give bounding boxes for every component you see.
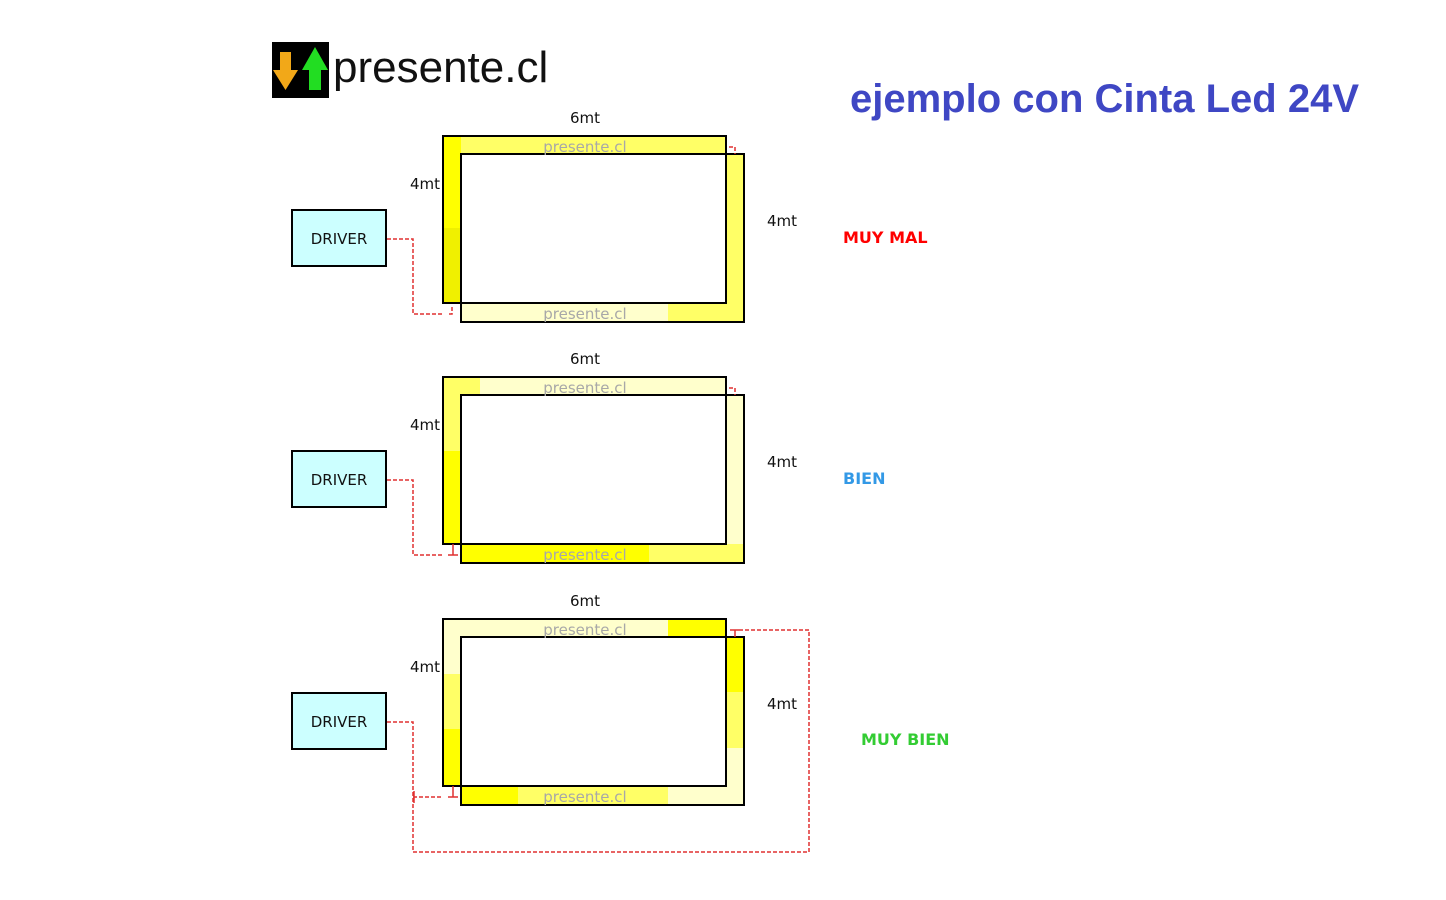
driver-label: DRIVER bbox=[311, 230, 368, 248]
strip-left bbox=[443, 377, 461, 544]
verdict-label: MUY MAL bbox=[843, 228, 928, 247]
strip-right bbox=[726, 154, 744, 322]
example-3: presente.cl presente.cl 6mt 4mt 4mt DRIV… bbox=[291, 592, 950, 853]
width-label: 6mt bbox=[570, 592, 600, 610]
watermark-top: presente.cl bbox=[543, 138, 626, 156]
height-right-label: 4mt bbox=[767, 212, 797, 230]
driver-box bbox=[291, 209, 387, 267]
watermark-bottom: presente.cl bbox=[543, 788, 626, 806]
height-right-label: 4mt bbox=[767, 453, 797, 471]
example-1: presente.cl presente.cl 6mt 4mt 4mt DRIV… bbox=[291, 109, 928, 323]
wire bbox=[387, 629, 810, 853]
driver-box bbox=[291, 692, 387, 750]
height-right-label: 4mt bbox=[767, 695, 797, 713]
driver-label: DRIVER bbox=[311, 471, 368, 489]
strip-bottom bbox=[461, 303, 744, 322]
strip-right bbox=[726, 395, 744, 563]
page-title: ejemplo con Cinta Led 24V bbox=[850, 77, 1359, 121]
driver-label: DRIVER bbox=[311, 713, 368, 731]
watermark-top: presente.cl bbox=[543, 379, 626, 397]
arrow-down-icon bbox=[273, 52, 298, 90]
strip-bottom bbox=[461, 544, 744, 563]
verdict-label: MUY BIEN bbox=[861, 730, 950, 749]
height-left-label: 4mt bbox=[410, 175, 440, 193]
strip-top bbox=[443, 136, 726, 154]
wire bbox=[387, 387, 736, 556]
width-label: 6mt bbox=[570, 350, 600, 368]
logo: presente.cl bbox=[272, 42, 548, 98]
driver-box bbox=[291, 450, 387, 508]
verdict-label: BIEN bbox=[843, 469, 885, 488]
strip-top bbox=[443, 619, 726, 637]
width-label: 6mt bbox=[570, 109, 600, 127]
height-left-label: 4mt bbox=[410, 658, 440, 676]
watermark-top: presente.cl bbox=[543, 621, 626, 639]
arrow-up-icon bbox=[302, 47, 328, 90]
wire bbox=[387, 146, 736, 315]
strip-left bbox=[443, 619, 461, 786]
wire-connector bbox=[448, 544, 458, 556]
wire-connector bbox=[413, 629, 740, 803]
height-left-label: 4mt bbox=[410, 416, 440, 434]
strip-left bbox=[443, 136, 461, 303]
strip-bottom bbox=[461, 786, 744, 805]
watermark-bottom: presente.cl bbox=[543, 546, 626, 564]
logo-text: presente.cl bbox=[333, 43, 548, 92]
watermark-bottom: presente.cl bbox=[543, 305, 626, 323]
strip-right bbox=[726, 637, 744, 805]
example-2: presente.cl presente.cl 6mt 4mt 4mt DRIV… bbox=[291, 350, 885, 564]
